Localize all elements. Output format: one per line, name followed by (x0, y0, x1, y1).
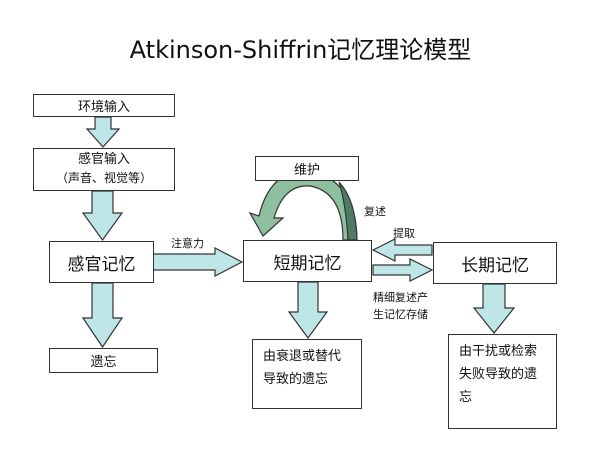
label-retrieval: 提取 (393, 227, 415, 240)
box-long-term-forgetting: 由干扰或检索 失败导致的遗 忘 (448, 334, 557, 429)
short-term-forgetting-line-1: 由衰退或替代 (263, 349, 342, 364)
arrow-long-term-to-forgetting (472, 283, 516, 334)
box-sensory-memory: 感官记忆 (49, 241, 154, 283)
arrow-retrieval (371, 238, 433, 262)
short-term-forgetting-line-2: 导致的遗忘 (263, 371, 329, 387)
long-term-forgetting-line-2: 失败导致的遗 (459, 366, 538, 382)
label-rehearsal: 复述 (364, 205, 386, 218)
long-term-forgetting-line-3: 忘 (459, 389, 473, 405)
arrow-short-term-to-forgetting (287, 281, 329, 340)
arrow-env-to-sensory-input (85, 116, 121, 148)
box-long-term-memory: 长期记忆 (433, 242, 557, 284)
long-term-forgetting-line-1: 由干扰或检索 (459, 344, 538, 359)
sensory-input-label: 感官输入 (77, 152, 130, 168)
box-environment-input: 环境输入 (33, 94, 175, 117)
label-attention: 注意力 (171, 237, 204, 250)
diagram-title: Atkinson-Shiffrin记忆理论模型 (129, 36, 472, 64)
sensory-input-sub-label: （声音、视觉等） (55, 171, 152, 186)
label-elaborative-line-2: 生记忆存储 (373, 307, 428, 321)
label-elaborative-rehearsal: 精细复述产 生记忆存储 (373, 290, 428, 323)
box-sensory-input: 感官输入 （声音、视觉等） (33, 148, 175, 191)
box-maintain: 维护 (255, 156, 359, 181)
arrow-attention (152, 247, 244, 277)
label-elaborative-line-1: 精细复述产 (373, 291, 428, 304)
box-forgetting: 遗忘 (49, 348, 158, 373)
arrow-sensory-memory-to-forgetting (81, 282, 124, 349)
rehearsal-loop-arrow-dark (338, 181, 358, 241)
box-short-term-forgetting: 由衰退或替代 导致的遗忘 (252, 339, 362, 409)
arrow-elaborative-rehearsal (372, 258, 434, 282)
arrow-sensory-input-to-sensory-memory (81, 190, 124, 242)
box-short-term-memory: 短期记忆 (243, 240, 372, 282)
